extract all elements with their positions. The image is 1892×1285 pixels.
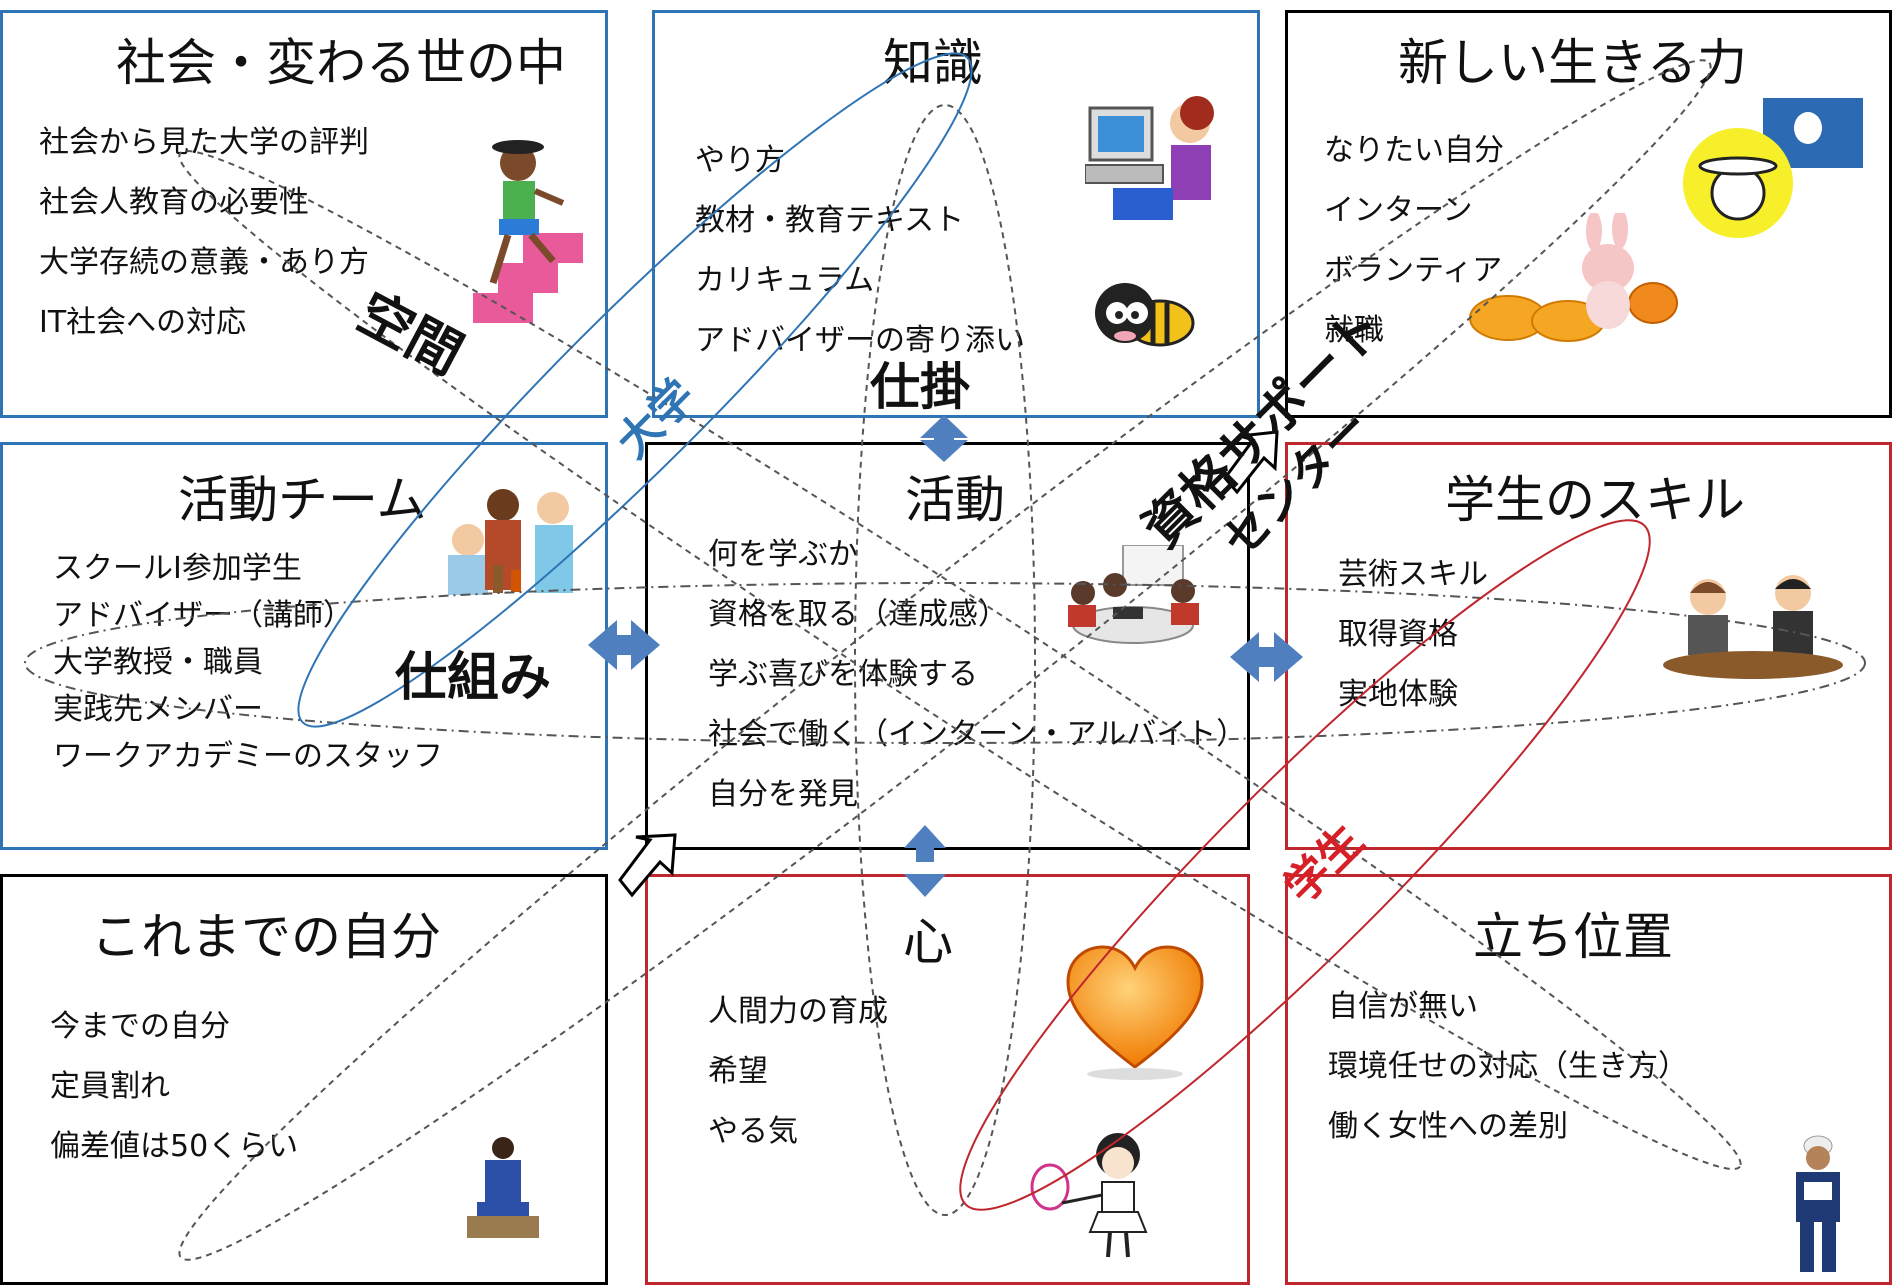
knowledge-title: 知識 <box>883 34 983 92</box>
skills-title: 学生のスキル <box>1445 471 1745 529</box>
meeting-table-illustration <box>1068 545 1199 644</box>
heart-box: 心 人間力の育成 希望 やる気 <box>645 874 1250 1285</box>
mechanism-label: 仕掛 <box>870 358 970 416</box>
list-item: 実践先メンバー <box>53 692 263 727</box>
list-item: カリキュラム <box>695 263 875 298</box>
skills-box: 学生のスキル 芸術スキル 取得資格 実地体験 <box>1285 442 1892 850</box>
list-item: 今までの自分 <box>50 1009 230 1044</box>
list-item: 実地体験 <box>1338 677 1458 712</box>
knowledge-item-list: やり方 教材・教育テキスト カリキュラム アドバイザーの寄り添い <box>695 131 1025 371</box>
list-item: 自信が無い <box>1328 989 1478 1024</box>
list-item: なりたい自分 <box>1324 133 1504 168</box>
society-box: 社会・変わる世の中 社会から見た大学の評判 社会人教育の必要性 大学存続の意義・… <box>0 10 608 418</box>
list-item: 働く女性への差別 <box>1328 1109 1568 1144</box>
idea-lightbulb-illustration <box>1683 98 1863 238</box>
list-item: 社会から見た大学の評判 <box>39 125 369 160</box>
list-item: 定員割れ <box>50 1069 170 1104</box>
list-item: 教材・教育テキスト <box>695 203 965 238</box>
runner-photo-illustration <box>1796 1135 1840 1272</box>
list-item: 人間力の育成 <box>708 994 888 1029</box>
society-item-list: 社会から見た大学の評判 社会人教育の必要性 大学存続の意義・あり方 IT社会への… <box>39 113 369 353</box>
list-item: ワークアカデミーのスタッフ <box>53 739 443 774</box>
list-item: 自分を発見 <box>708 777 858 812</box>
list-item: やる気 <box>708 1114 798 1149</box>
business-meeting-illustration <box>1663 575 1843 679</box>
list-item: やり方 <box>695 143 785 178</box>
heart-item-list: 人間力の育成 希望 やる気 <box>708 982 888 1162</box>
knowledge-box: 知識 やり方 教材・教育テキスト カリキュラム アドバイザーの寄り添い <box>652 10 1260 418</box>
skills-item-list: 芸術スキル 取得資格 実地体験 <box>1338 545 1488 725</box>
list-item: 社会で働く（インターン・アルバイト） <box>708 717 1247 752</box>
list-item: アドバイザーの寄り添い <box>695 323 1025 358</box>
activity-title: 活動 <box>905 471 1005 529</box>
position-title: 立ち位置 <box>1473 908 1673 966</box>
list-item: 希望 <box>708 1054 768 1089</box>
team-title: 活動チーム <box>178 471 427 529</box>
team-box: 活動チーム スクールI参加学生 アドバイザー（講師） 大学教授・職員 実践先メン… <box>0 442 608 850</box>
list-item: 環境任せの対応（生き方） <box>1328 1049 1688 1084</box>
stairs-climber-illustration <box>473 140 583 323</box>
list-item: 芸術スキル <box>1338 557 1488 592</box>
tennis-girl-illustration <box>1030 1133 1148 1258</box>
new-power-title: 新しい生きる力 <box>1398 34 1747 92</box>
seated-businessman-illustration <box>467 1137 539 1238</box>
scientists-team-illustration <box>448 489 573 595</box>
list-item: スクールI参加学生 <box>53 551 302 586</box>
list-item: IT社会への対応 <box>39 305 247 340</box>
heart-title: 心 <box>903 913 953 971</box>
past-self-title: これまでの自分 <box>91 908 441 966</box>
team-item-list: スクールI参加学生 アドバイザー（講師） 大学教授・職員 実践先メンバー ワーク… <box>53 545 443 780</box>
list-item: 大学教授・職員 <box>53 645 263 680</box>
society-title: 社会・変わる世の中 <box>116 34 566 92</box>
list-item: 大学存続の意義・あり方 <box>39 245 369 280</box>
position-box: 立ち位置 自信が無い 環境任せの対応（生き方） 働く女性への差別 <box>1285 874 1892 1285</box>
past-self-box: これまでの自分 今までの自分 定員割れ 偏差値は50くらい <box>0 874 608 1285</box>
position-item-list: 自信が無い 環境任せの対応（生き方） 働く女性への差別 <box>1328 977 1688 1157</box>
heart-icon <box>1066 945 1204 1080</box>
computer-user-illustration <box>1085 96 1214 220</box>
list-item: 社会人教育の必要性 <box>39 185 309 220</box>
past-self-item-list: 今までの自分 定員割れ 偏差値は50くらい <box>50 997 298 1177</box>
list-item: 取得資格 <box>1338 617 1458 652</box>
list-item: アドバイザー（講師） <box>53 598 353 633</box>
bee-mascot-illustration <box>1095 283 1195 347</box>
list-item: 偏差値は50くらい <box>50 1129 299 1164</box>
structure-label: 仕組み <box>395 648 552 708</box>
rabbit-pumpkins-illustration <box>1469 213 1678 342</box>
